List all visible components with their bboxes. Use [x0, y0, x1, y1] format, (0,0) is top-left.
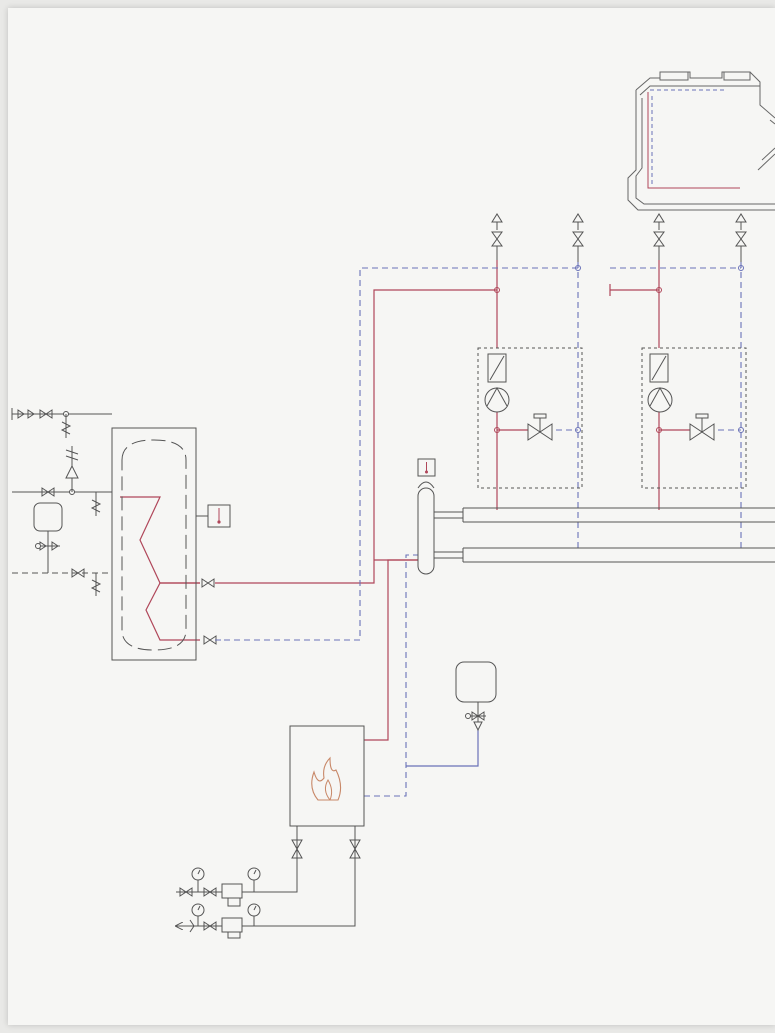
mixing-valve-icon [527, 423, 553, 441]
indirect-hot-water-cylinder-icon [111, 427, 231, 661]
expansion-vessel-icon [33, 502, 63, 532]
pump-group-2 [641, 347, 747, 489]
cold-water-piping [11, 408, 112, 596]
expansion-vessel-icon [455, 661, 497, 703]
pipe-junctions [494, 265, 744, 433]
return-lines [215, 262, 742, 797]
radiator-valves [491, 213, 747, 262]
mixing-valve-icon [689, 423, 715, 441]
low-loss-header-icon [417, 458, 463, 575]
circulation-pump-icon [647, 387, 673, 413]
supply-lines [120, 260, 690, 741]
drawing-sheet [8, 8, 775, 1025]
circulation-pump-icon [484, 387, 510, 413]
expansion-vessel-boiler [455, 661, 497, 732]
manifold-icon [462, 507, 775, 563]
boiler-feed [176, 826, 361, 939]
expansion-line [406, 730, 479, 767]
floor-plan-icon [627, 71, 775, 211]
boiler [289, 725, 365, 827]
pump-group-1 [477, 347, 583, 489]
flame-icon [311, 756, 342, 801]
